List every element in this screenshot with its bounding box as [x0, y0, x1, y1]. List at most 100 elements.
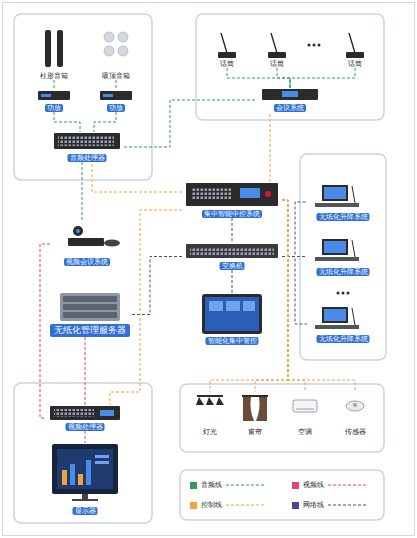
legend-swatch	[292, 502, 299, 509]
legend-text: 控制线	[201, 500, 222, 510]
connector	[282, 257, 307, 325]
connector	[54, 112, 80, 132]
connector	[54, 80, 55, 90]
device-node: 传感器	[338, 392, 372, 436]
sensor-icon	[346, 401, 364, 411]
device-label: 交换机	[220, 262, 245, 270]
legend-entry: 视频线	[292, 480, 368, 490]
device-label: 音频处理器	[68, 154, 107, 162]
connector	[282, 200, 305, 392]
air-conditioner-icon	[293, 400, 317, 412]
legend-text: 网络线	[303, 500, 324, 510]
connector	[270, 112, 271, 182]
device-node: 功放	[34, 90, 74, 112]
device-node: 音频处理器	[52, 132, 122, 162]
paperless-lift-icon	[315, 185, 359, 329]
legend-swatch	[190, 482, 197, 489]
device-node: 交换机	[182, 243, 282, 270]
device-node: 吸顶音箱	[96, 28, 136, 80]
connector	[282, 202, 307, 257]
device-label: 智能化集中管控	[206, 337, 259, 345]
legend-panel	[180, 470, 384, 520]
video-conference-icon	[68, 226, 120, 247]
device-node: 无纸化管理服务器	[48, 292, 132, 337]
legend-line	[226, 482, 266, 488]
group-panel	[196, 14, 384, 120]
device-node: 话筒	[262, 28, 292, 68]
microphone-icon	[218, 33, 364, 58]
conference-unit-icon	[262, 89, 318, 100]
display-icon	[52, 444, 118, 501]
legend-entry: 音频线	[190, 480, 266, 490]
curtain-icon	[242, 395, 268, 421]
legend-text: 音频线	[201, 480, 222, 490]
device-node: 无纸化升降系统	[307, 305, 379, 343]
connector	[227, 68, 290, 88]
group-panel	[180, 384, 384, 452]
device-label: 无纸化升降系统	[317, 213, 370, 221]
group-panel	[14, 14, 152, 180]
connector	[92, 162, 182, 192]
device-node: 显示器	[48, 443, 122, 515]
server-icon	[60, 293, 120, 321]
video-processor-icon	[50, 406, 120, 420]
device-label: 无纸化升降系统	[317, 335, 370, 343]
legend-line	[226, 502, 266, 508]
legend-entry: 网络线	[292, 500, 368, 510]
control-tablet-icon	[202, 294, 262, 334]
device-label: 功放	[45, 104, 63, 112]
connector	[82, 162, 83, 222]
device-label: 空调	[296, 428, 314, 436]
device-node: 话筒	[340, 28, 370, 68]
device-label: 无纸化管理服务器	[50, 324, 130, 337]
light-icon	[196, 395, 224, 405]
device-label: 会议系统	[274, 104, 306, 112]
column-speaker-icon	[45, 30, 63, 67]
device-node: 视频会议系统	[50, 222, 124, 266]
device-node: 柱形音箱	[34, 28, 74, 80]
ceiling-speaker-icon	[104, 32, 128, 56]
legend-line	[328, 502, 368, 508]
group-panel	[300, 154, 386, 360]
device-label: 集中智能中控系统	[202, 210, 262, 218]
connector	[290, 68, 355, 88]
connector	[85, 431, 86, 443]
legend-text: 视频线	[303, 480, 324, 490]
connector	[110, 210, 182, 405]
audio-processor-icon	[54, 133, 120, 149]
device-node: 集中智能中控系统	[182, 182, 282, 218]
device-label: 灯光	[201, 428, 219, 436]
legend-line	[328, 482, 368, 488]
device-label: 功放	[107, 104, 125, 112]
legend: 音频线 视频线控制线 网络线	[180, 470, 384, 520]
network-switch-icon	[186, 244, 278, 258]
connector	[232, 218, 233, 243]
connector	[277, 68, 290, 88]
device-node: 视频处理器	[45, 405, 125, 431]
connector	[282, 200, 355, 392]
device-node: 无纸化升降系统	[307, 183, 379, 221]
device-node: 灯光	[193, 392, 227, 436]
legend-entry: 控制线	[190, 500, 266, 510]
device-node: 功放	[96, 90, 136, 112]
device-label: 话筒	[218, 60, 236, 68]
device-node: 话筒	[212, 28, 242, 68]
device-label: 显示器	[73, 507, 98, 515]
device-node: 窗帘	[238, 392, 272, 436]
legend-swatch	[190, 502, 197, 509]
device-node: 空调	[288, 392, 322, 436]
device-label: 视频会议系统	[64, 258, 110, 266]
device-node: 无纸化升降系统	[307, 237, 379, 276]
page-border	[3, 3, 415, 536]
connector	[116, 80, 117, 90]
central-control-icon	[186, 183, 278, 206]
device-label: 话筒	[268, 60, 286, 68]
device-label: 吸顶音箱	[100, 72, 132, 80]
connector	[94, 112, 116, 132]
connector	[40, 244, 50, 418]
more-dots	[308, 44, 350, 295]
device-node: 智能化集中管控	[195, 293, 269, 345]
connector	[85, 337, 86, 405]
device-node: 会议系统	[255, 88, 325, 112]
device-label: 无纸化升降系统	[317, 268, 370, 276]
